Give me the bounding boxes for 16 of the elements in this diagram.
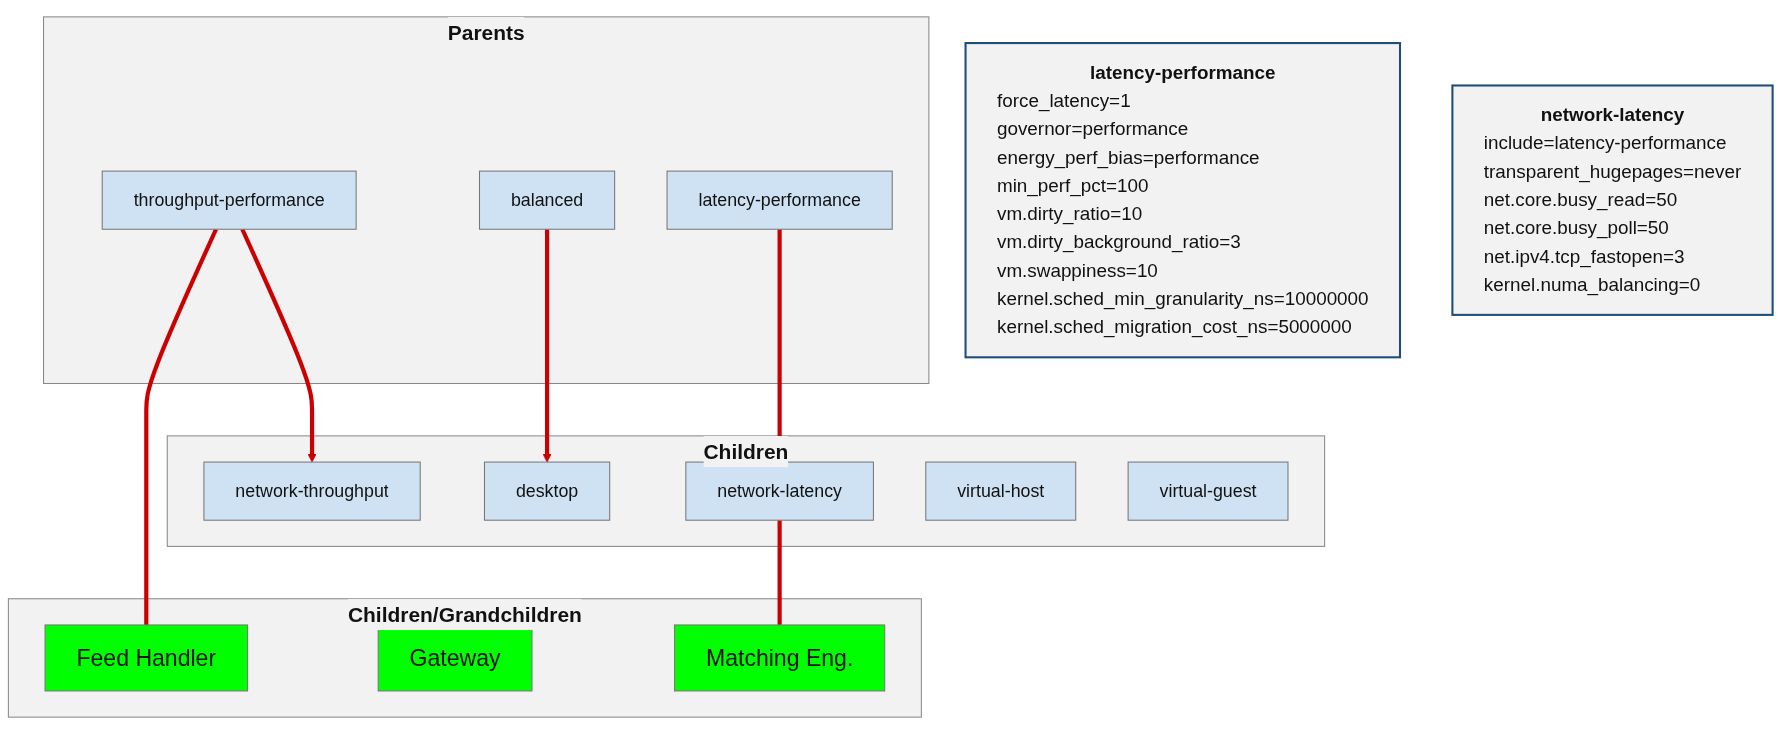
arrow bbox=[240, 228, 317, 463]
node-box: Feed Handler bbox=[44, 624, 249, 692]
connector bbox=[777, 520, 782, 625]
node-box: virtual-guest bbox=[1127, 461, 1289, 521]
node-box: balanced bbox=[479, 170, 616, 230]
node-box: latency-performance force_latency=1 governor=performance energy_perf_bias=performance min_perf_pct=100 vm.dirty_ratio=10 vm.dirty_background_ratio=3 vm.swappiness=10 kernel.sched_min_granularity_ns=10000000 kernel.sched_migration_cost_ns=5000000 bbox=[964, 42, 1402, 359]
node-box: network-throughput bbox=[203, 461, 421, 521]
node-box: virtual-host bbox=[925, 461, 1077, 521]
arrow bbox=[542, 229, 552, 463]
node-box: network-latency bbox=[685, 461, 874, 521]
node-box: Matching Eng. bbox=[674, 624, 886, 692]
node-box: network-latency include=latency-performance transparent_hugepages=never net.core.busy_read=50 net.core.busy_poll=50 net.ipv4.tcp_fastopen=3 kernel.numa_balancing=0 bbox=[1451, 84, 1774, 316]
node-box: latency-performance bbox=[666, 170, 893, 230]
node-box: desktop bbox=[483, 461, 611, 521]
connector bbox=[144, 228, 218, 625]
node-box: throughput-performance bbox=[101, 170, 357, 230]
